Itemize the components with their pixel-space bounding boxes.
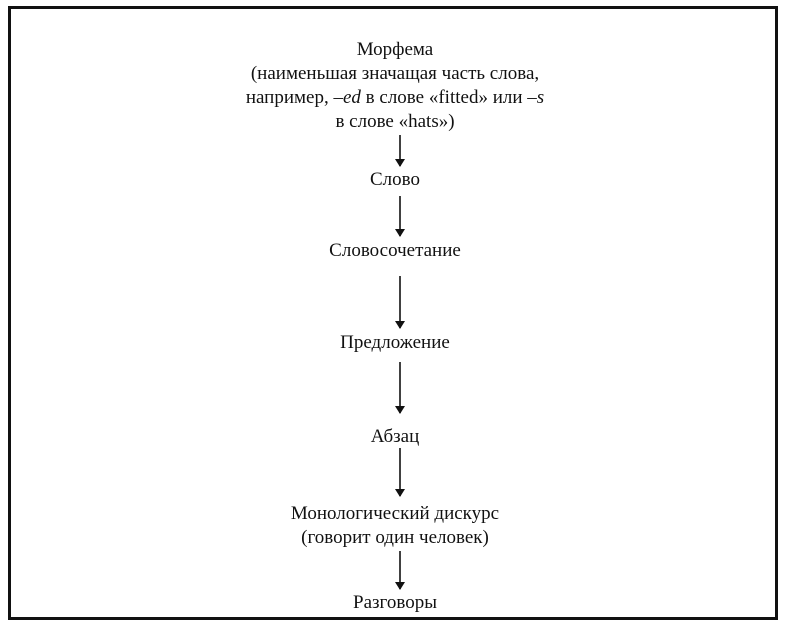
- note-line2-suffix-s: –s: [527, 87, 545, 108]
- node-morpheme-note-line3: в слове «hats»): [335, 111, 455, 132]
- node-monologue-title: Монологический дискурс: [290, 503, 500, 524]
- node-word-title: Слово: [370, 169, 420, 190]
- note-line2-pre: например,: [245, 87, 334, 108]
- node-conversations: Разговоры: [0, 591, 790, 615]
- node-phrase-title: Словосочетание: [329, 240, 461, 261]
- note-line2-suffix-ed: –ed: [333, 87, 361, 108]
- node-word: Слово: [0, 168, 790, 192]
- node-morpheme-title: Морфема: [356, 39, 434, 60]
- node-morpheme: Морфема (наименьшая значащая часть слова…: [0, 38, 790, 134]
- node-sentence: Предложение: [0, 331, 790, 355]
- node-morpheme-note-line2: например, –ed в слове «fitted» или –s: [0, 86, 790, 110]
- node-phrase: Словосочетание: [0, 239, 790, 263]
- node-monologue-note: (говорит один человек): [301, 527, 489, 548]
- diagram-frame: [8, 6, 778, 620]
- node-monologue: Монологический дискурс (говорит один чел…: [0, 502, 790, 550]
- note-line2-mid: в слове «fitted» или: [360, 87, 528, 108]
- node-paragraph: Абзац: [0, 425, 790, 449]
- node-conversations-title: Разговоры: [353, 592, 437, 613]
- node-morpheme-note-line1: (наименьшая значащая часть слова,: [250, 63, 540, 84]
- node-sentence-title: Предложение: [340, 332, 450, 353]
- node-paragraph-title: Абзац: [370, 426, 420, 447]
